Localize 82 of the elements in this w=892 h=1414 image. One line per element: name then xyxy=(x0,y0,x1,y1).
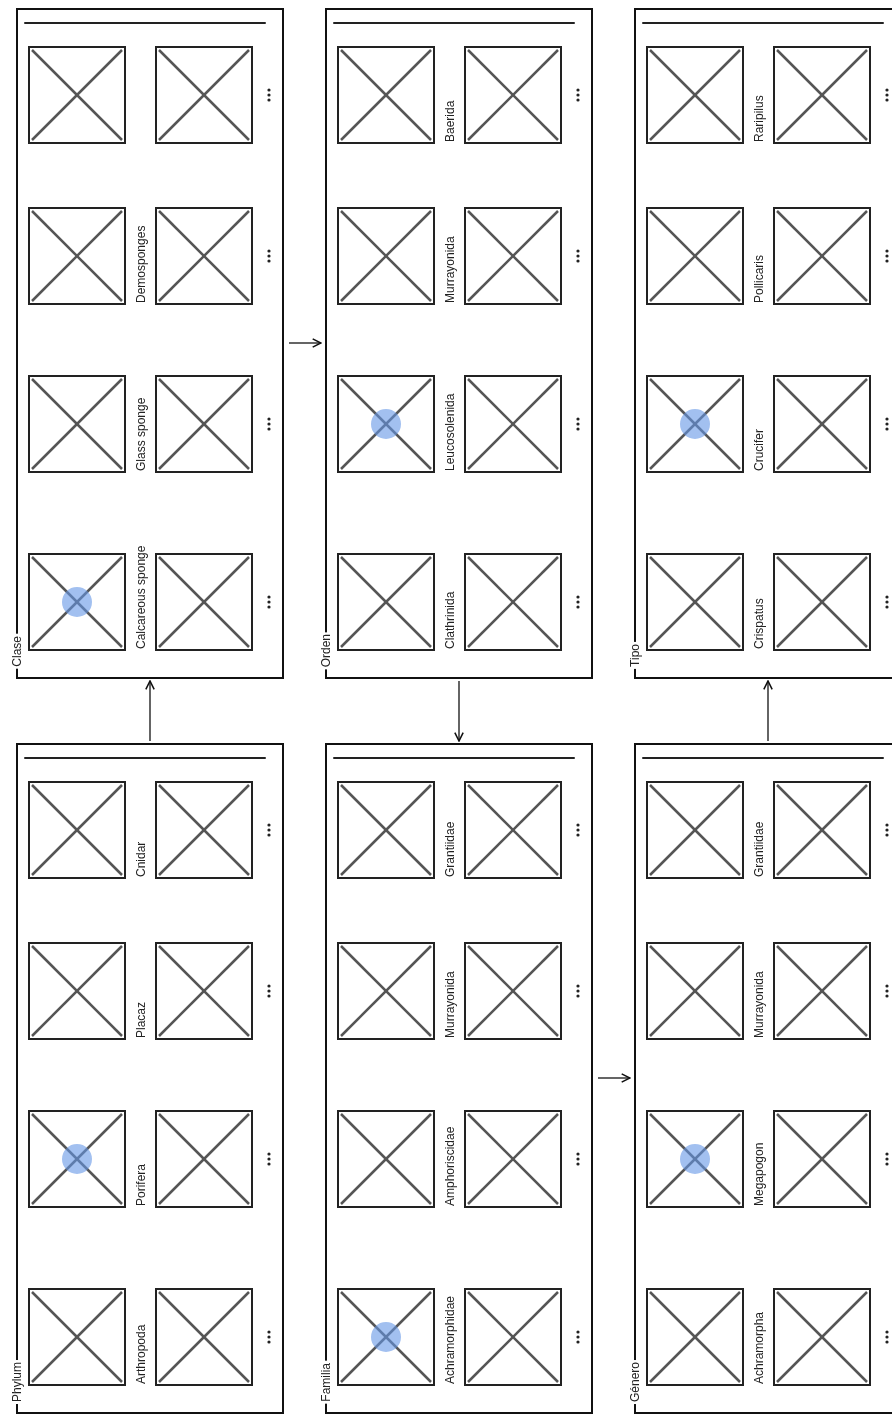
node-label: Calcareous sponge xyxy=(134,545,148,649)
arrow xyxy=(763,680,773,742)
node-label: Cnidar xyxy=(134,841,148,877)
node-label: Murrayonida xyxy=(443,971,457,1038)
node-label: Arthropoda xyxy=(134,1324,148,1384)
arrow xyxy=(145,680,155,742)
image-placeholder xyxy=(337,1288,435,1386)
panel-title: Familia xyxy=(319,1361,333,1404)
image-placeholder xyxy=(337,1110,435,1208)
image-placeholder xyxy=(773,207,871,305)
node-label: Achramorpha xyxy=(752,1311,766,1384)
arrow xyxy=(288,338,322,348)
image-placeholder xyxy=(155,781,253,879)
panel-title: Tipo xyxy=(628,642,642,669)
image-placeholder xyxy=(464,1110,562,1208)
node-label: Leucosolenida xyxy=(443,393,457,471)
image-placeholder xyxy=(337,781,435,879)
image-placeholder xyxy=(28,553,126,651)
image-placeholder xyxy=(646,942,744,1040)
image-placeholder xyxy=(155,1288,253,1386)
image-placeholder xyxy=(773,553,871,651)
image-placeholder xyxy=(646,1288,744,1386)
node-label: Placaz xyxy=(134,1001,148,1038)
image-placeholder xyxy=(28,1288,126,1386)
image-placeholder xyxy=(773,942,871,1040)
image-placeholder xyxy=(464,942,562,1040)
panel-title: Orden xyxy=(319,631,333,669)
image-placeholder xyxy=(337,46,435,144)
node-label: Baerida xyxy=(443,100,457,142)
node-label: Crucifer xyxy=(752,429,766,471)
node-label: Murrayonida xyxy=(752,971,766,1038)
image-placeholder xyxy=(155,207,253,305)
image-placeholder xyxy=(337,375,435,473)
image-placeholder xyxy=(337,207,435,305)
image-placeholder xyxy=(464,781,562,879)
image-placeholder xyxy=(28,781,126,879)
panel-title: Phylum xyxy=(10,1360,24,1404)
image-placeholder xyxy=(155,1110,253,1208)
panel-title: Clase xyxy=(10,634,24,669)
image-placeholder xyxy=(773,1110,871,1208)
node-label: Megapogon xyxy=(752,1142,766,1206)
node-label: Pollicaris xyxy=(752,255,766,303)
image-placeholder xyxy=(155,553,253,651)
image-placeholder xyxy=(773,1288,871,1386)
image-placeholder xyxy=(773,46,871,144)
image-placeholder xyxy=(28,1110,126,1208)
node-label: Achramorphidae xyxy=(443,1295,457,1384)
node-label: Amphoriscidae xyxy=(443,1126,457,1206)
node-label: Clathrinida xyxy=(443,591,457,649)
image-placeholder xyxy=(337,553,435,651)
image-placeholder xyxy=(646,553,744,651)
image-placeholder xyxy=(155,375,253,473)
panel-title: Género xyxy=(628,1359,642,1404)
image-placeholder xyxy=(773,375,871,473)
arrow xyxy=(454,680,464,742)
node-label: Grantiidae xyxy=(752,821,766,877)
image-placeholder xyxy=(464,1288,562,1386)
node-label: Grantiidae xyxy=(443,821,457,877)
node-label: Glass sponge xyxy=(134,397,148,471)
image-placeholder xyxy=(646,781,744,879)
node-label: Porifera xyxy=(134,1163,148,1206)
image-placeholder xyxy=(28,207,126,305)
image-placeholder xyxy=(155,942,253,1040)
node-label: Demosponges xyxy=(134,225,148,303)
node-label: Raripilus xyxy=(752,95,766,142)
image-placeholder xyxy=(28,375,126,473)
image-placeholder xyxy=(646,375,744,473)
image-placeholder xyxy=(155,46,253,144)
image-placeholder xyxy=(28,46,126,144)
image-placeholder xyxy=(464,207,562,305)
image-placeholder xyxy=(773,781,871,879)
arrow xyxy=(597,1073,631,1083)
image-placeholder xyxy=(464,375,562,473)
image-placeholder xyxy=(646,1110,744,1208)
image-placeholder xyxy=(28,942,126,1040)
image-placeholder xyxy=(646,46,744,144)
image-placeholder xyxy=(337,942,435,1040)
image-placeholder xyxy=(464,46,562,144)
node-label: Murrayonida xyxy=(443,236,457,303)
image-placeholder xyxy=(646,207,744,305)
image-placeholder xyxy=(464,553,562,651)
node-label: Crispatus xyxy=(752,598,766,649)
